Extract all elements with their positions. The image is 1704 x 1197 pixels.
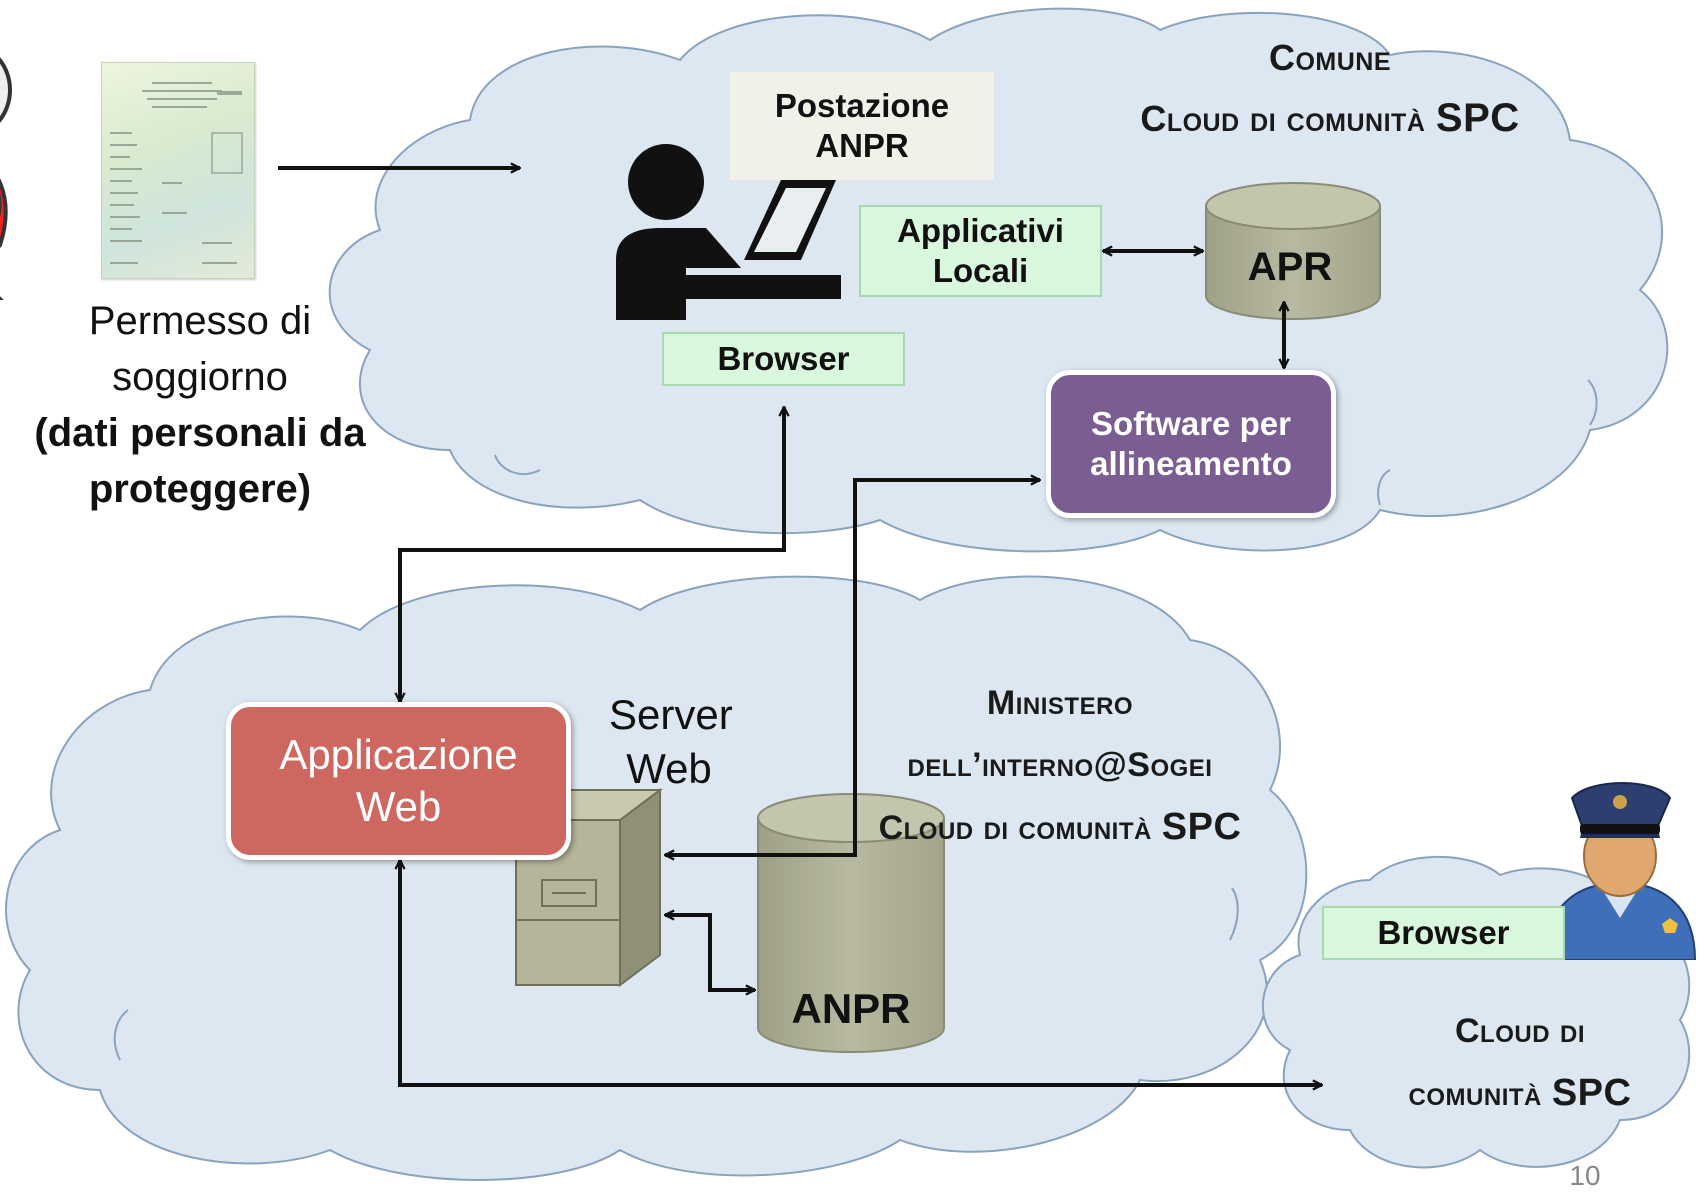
ministero-title-line2: dell’interno@Sogei <box>907 746 1213 784</box>
workstation-label: Postazione ANPR <box>730 72 994 180</box>
police-cloud-title: Cloud di comunità SPC <box>1350 1000 1690 1125</box>
police-officer-icon <box>1530 768 1704 961</box>
police-browser-label: Browser <box>1377 914 1510 951</box>
residence-permit-image <box>101 62 255 279</box>
server-web-label-text: Server Web <box>609 691 733 792</box>
police-title-line1: Cloud di <box>1455 1012 1585 1050</box>
ministero-title-line3-prefix: Cloud di comunità <box>878 809 1162 847</box>
permit-caption-plain: Permesso di soggiorno <box>88 299 312 399</box>
police-title-line2-suffix: SPC <box>1551 1072 1632 1114</box>
apr-database <box>1205 182 1381 320</box>
alignment-software-box: Software per allineamento <box>1046 370 1336 518</box>
operator-at-laptop-icon <box>606 140 846 320</box>
police-title-line2: comunità SPC <box>1350 1062 1690 1125</box>
arrow-server-software <box>665 480 1040 855</box>
web-application-label: Applicazione Web <box>279 731 518 830</box>
ministero-title-line3-suffix: SPC <box>1161 806 1242 848</box>
ministero-title-line3: Cloud di comunità SPC <box>790 796 1330 859</box>
local-apps-box: Applicativi Locali <box>859 205 1102 297</box>
connectors <box>278 168 1322 1085</box>
server-web-label: Server Web <box>584 688 754 796</box>
page-number: 10 <box>1569 1160 1601 1191</box>
police-browser-box[interactable]: Browser <box>1322 906 1565 960</box>
police-title-line2-prefix: comunità <box>1408 1075 1552 1113</box>
comune-browser-label: Browser <box>717 340 850 377</box>
ministero-title-line1: Ministero <box>986 684 1134 722</box>
anpr-label: ANPR <box>791 985 911 1032</box>
comune-title-line2-prefix: Cloud di comunità <box>1140 98 1436 139</box>
comune-title-line2: Cloud di comunità SPC <box>1080 88 1580 149</box>
alignment-software-label: Software per allineamento <box>1090 405 1292 482</box>
comune-browser-box[interactable]: Browser <box>662 332 905 386</box>
permit-caption: Permesso di soggiorno (dati personali da… <box>0 293 400 517</box>
arrow-webapp-police <box>400 860 1322 1085</box>
comune-cloud-title: Comune Cloud di comunità SPC <box>1080 28 1580 149</box>
workstation-label-text: Postazione ANPR <box>774 87 950 164</box>
ministero-cloud-title: Ministero dell’interno@Sogei Cloud di co… <box>790 672 1330 859</box>
local-apps-label: Applicativi Locali <box>897 212 1064 289</box>
permit-caption-bold: (dati personali da proteggere) <box>34 411 366 511</box>
comune-title-line1: Comune <box>1268 37 1392 78</box>
citizen-figure <box>0 30 30 322</box>
comune-title-line2-suffix: SPC <box>1435 96 1520 140</box>
apr-label: APR <box>1247 245 1333 289</box>
web-application-box: Applicazione Web <box>226 702 571 860</box>
